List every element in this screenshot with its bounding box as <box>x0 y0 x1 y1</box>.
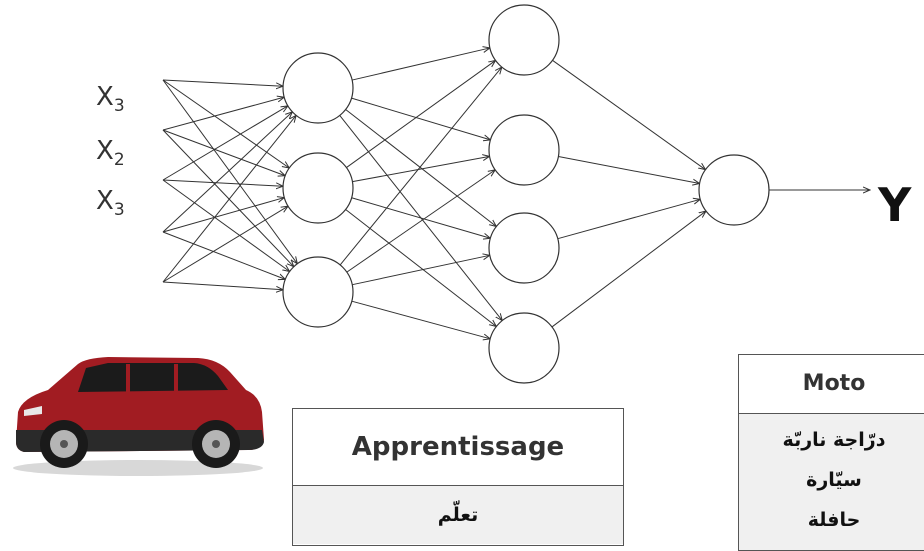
edge-input-hidden1 <box>162 106 288 181</box>
edge-input-hidden1 <box>162 129 294 267</box>
edge-hidden1-hidden2 <box>351 197 491 238</box>
hidden1-node <box>282 52 354 124</box>
hidden2-node <box>488 312 560 384</box>
edge-input-hidden1 <box>162 179 283 186</box>
edge-hidden1-hidden2 <box>351 48 490 81</box>
hidden2-node <box>488 114 560 186</box>
edge-input-hidden1 <box>162 112 292 233</box>
learning-arabic: تعلّم <box>293 486 623 544</box>
learning-title: Apprentissage <box>293 409 623 486</box>
edge-hidden1-hidden2 <box>352 156 489 183</box>
output-label: Y <box>878 178 912 232</box>
hidden2-node <box>488 212 560 284</box>
edge-hidden1-hidden2 <box>346 60 495 168</box>
edge-hidden2-output <box>552 59 705 169</box>
learning-box: Apprentissage تعلّم <box>292 408 624 546</box>
category-title: Moto <box>739 355 924 414</box>
category-box: Moto درّاجة ناربّة سيّارة حافلة <box>738 354 924 551</box>
input-label-2: X2 <box>96 136 125 170</box>
edge-hidden1-hidden2 <box>346 170 495 273</box>
edge-hidden2-output <box>558 156 699 184</box>
edge-hidden2-output <box>557 199 701 240</box>
hidden2-node <box>488 4 560 76</box>
edge-hidden2-output <box>551 211 706 328</box>
edge-input-hidden1 <box>162 129 285 176</box>
edge-input-hidden1 <box>162 79 283 86</box>
edge-hidden1-hidden2 <box>351 300 490 339</box>
edge-input-hidden1 <box>162 281 283 290</box>
red-suv-image <box>13 357 264 476</box>
edge-input-hidden1 <box>162 79 297 264</box>
input-label-3: X3 <box>96 186 125 220</box>
edge-hidden1-hidden2 <box>345 209 497 326</box>
hidden1-node <box>282 256 354 328</box>
category-list: درّاجة ناربّة سيّارة حافلة <box>739 414 924 550</box>
edge-input-hidden1 <box>162 206 288 283</box>
edge-hidden1-hidden2 <box>339 67 502 266</box>
edge-input-hidden1 <box>162 198 284 233</box>
category-item: حافلة <box>807 509 861 531</box>
output-node <box>698 154 770 226</box>
edge-hidden1-hidden2 <box>345 109 497 226</box>
edge-input-hidden1 <box>162 79 289 168</box>
input-label-1: X3 <box>96 82 125 116</box>
edge-input-hidden1 <box>162 179 290 272</box>
edge-input-hidden1 <box>162 97 284 131</box>
edge-input-hidden1 <box>162 231 285 279</box>
edge-hidden1-hidden2 <box>352 255 490 286</box>
hidden1-node <box>282 152 354 224</box>
category-item: درّاجة ناربّة <box>782 429 886 451</box>
category-item: سيّارة <box>806 469 862 491</box>
edge-hidden1-hidden2 <box>351 97 491 140</box>
edge-input-hidden1 <box>162 115 296 283</box>
